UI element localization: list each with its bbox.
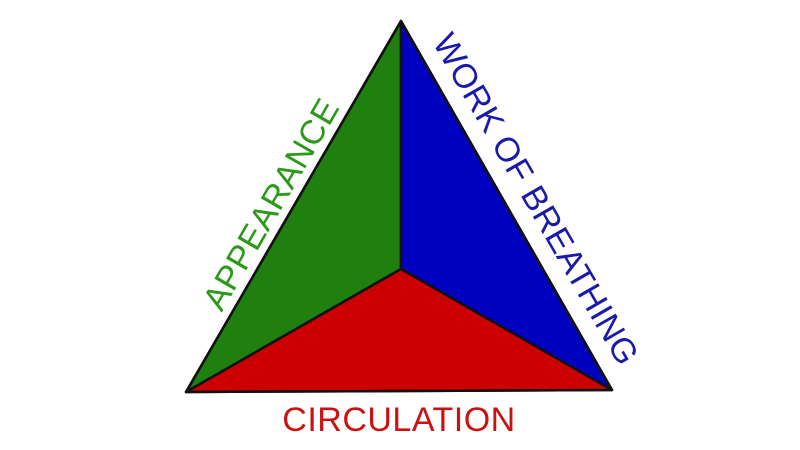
circulation-label: CIRCULATION (282, 401, 515, 439)
triangle-outline (184, 19, 614, 394)
